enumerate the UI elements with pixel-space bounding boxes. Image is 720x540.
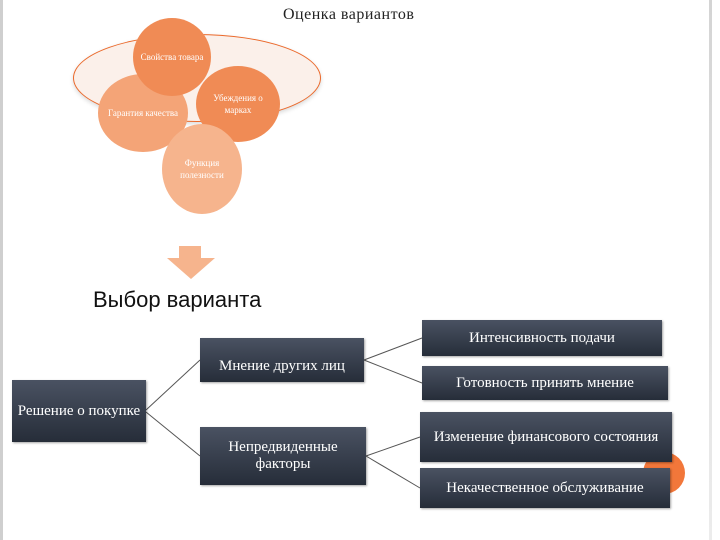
box-reshenie-label: Решение о покупке — [17, 402, 141, 419]
box-nekachestvennoe: Некачественное обслуживание — [420, 468, 670, 508]
circle-ubezhdeniya-label: Убеждения о марках — [213, 93, 263, 115]
circle-garantiya-label: Гарантия качества — [107, 108, 179, 118]
box-intensivnost: Интенсивность подачи — [422, 320, 662, 356]
box-nepredvidennye: Непредвиденные факторы — [200, 427, 366, 485]
box-mnenie: Мнение других лиц — [200, 338, 364, 382]
box-mnenie-label: Мнение других лиц — [219, 357, 345, 374]
connector-nepredvidennye-nekachestvennoe — [365, 455, 421, 489]
connector-mnenie-gotovnost — [363, 359, 423, 384]
right-frame-border — [709, 0, 712, 540]
connector-root-nepredvidennye — [145, 411, 201, 457]
circle-funktsiya: Функция полезности — [162, 124, 242, 214]
circle-svoistva: Свойства товара — [133, 18, 211, 96]
circle-ubezhdeniya: Убеждения о марках — [196, 66, 280, 142]
down-arrow-icon — [167, 246, 215, 279]
circle-svoistva-label: Свойства товара — [140, 52, 204, 62]
left-frame-border — [0, 0, 3, 540]
box-reshenie-o-pokupke: Решение о покупке — [12, 380, 146, 442]
slide-title: Оценка вариантов — [283, 6, 415, 23]
box-nepredvidennye-label: Непредвиденные факторы — [228, 439, 338, 472]
connector-nepredvidennye-izmenenie — [365, 436, 421, 457]
section-title: Выбор варианта — [93, 287, 262, 312]
box-intensivnost-label: Интенсивность подачи — [469, 329, 615, 346]
box-gotovnost-label: Готовность принять мнение — [456, 374, 634, 391]
connector-root-mnenie — [145, 359, 201, 411]
box-izmenenie-label: Изменение финансового состояния — [433, 428, 659, 445]
box-gotovnost: Готовность принять мнение — [422, 366, 668, 400]
box-izmenenie: Изменение финансового состояния — [420, 412, 672, 462]
circle-funktsiya-label: Функция полезности — [180, 158, 224, 180]
connector-mnenie-intensivnost — [363, 337, 423, 361]
box-nekachestvennoe-label: Некачественное обслуживание — [446, 479, 644, 496]
